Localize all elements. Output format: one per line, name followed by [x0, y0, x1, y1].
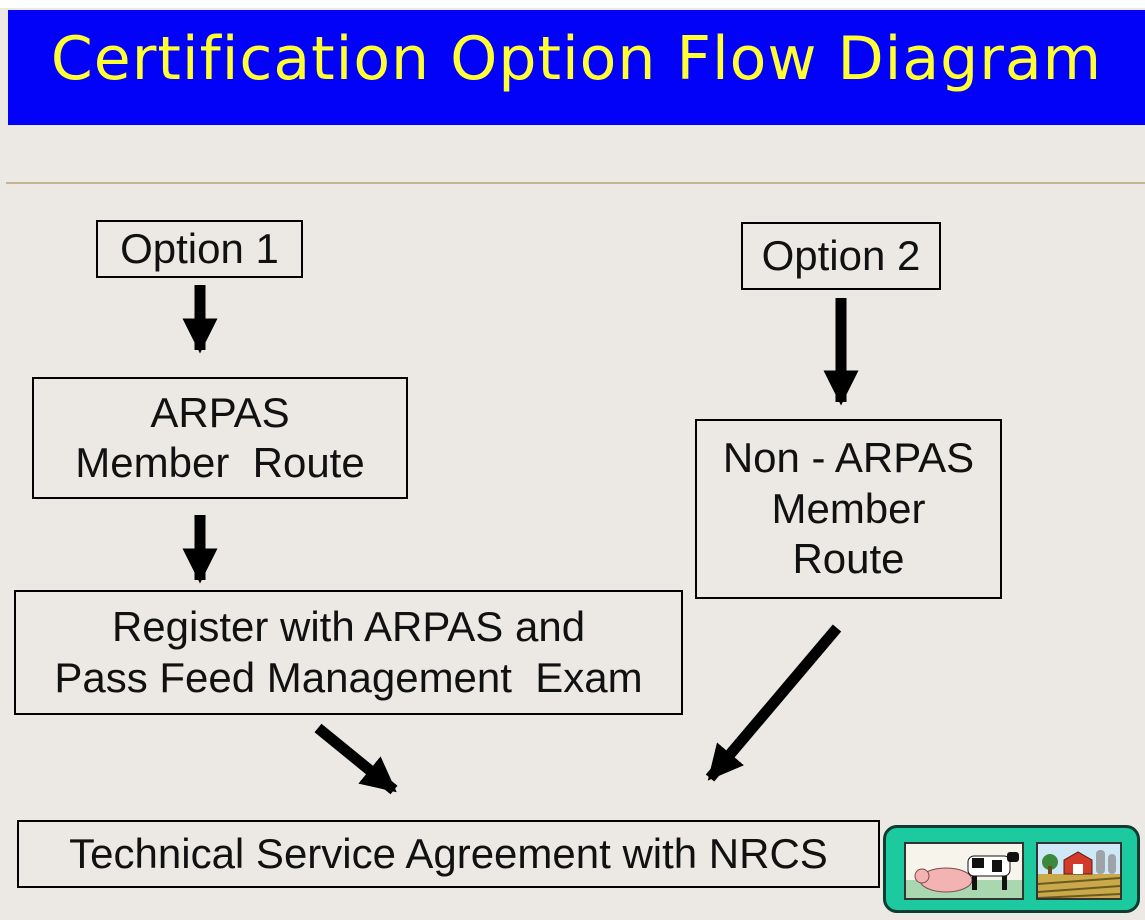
non-arpas-line-1: Non - ARPAS	[722, 434, 975, 482]
option-1-box: Option 1	[96, 220, 303, 278]
arpas-member-route-box: ARPAS Member Route	[32, 377, 408, 499]
arrow-nonarpas-to-tsa	[705, 624, 842, 782]
title-divider	[6, 182, 1145, 184]
option-2-box: Option 2	[741, 222, 941, 290]
arrow-register-to-tsa	[314, 723, 398, 795]
register-line-2: Pass Feed Management Exam	[54, 653, 643, 701]
top-strip	[0, 0, 1145, 8]
farm-barn-clipart-icon	[1036, 842, 1122, 900]
non-arpas-member-route-box: Non - ARPAS Member Route	[695, 419, 1002, 599]
non-arpas-line-2: Member	[771, 484, 926, 532]
register-exam-box: Register with ARPAS and Pass Feed Manage…	[14, 590, 683, 715]
arpas-route-line-1: ARPAS	[150, 388, 290, 436]
livestock-clipart-icon	[904, 842, 1024, 900]
arpas-route-line-2: Member Route	[75, 439, 365, 486]
page-title: Certification Option Flow Diagram	[50, 24, 1103, 94]
register-line-1: Register with ARPAS and	[111, 603, 586, 651]
option-1-label: Option 1	[120, 224, 279, 272]
technical-service-agreement-box: Technical Service Agreement with NRCS	[17, 820, 880, 888]
clipart-badge	[883, 825, 1140, 913]
non-arpas-line-3: Route	[792, 535, 905, 583]
tsa-label: Technical Service Agreement with NRCS	[69, 829, 828, 877]
title-bar: Certification Option Flow Diagram	[8, 10, 1145, 125]
option-2-label: Option 2	[761, 231, 921, 279]
